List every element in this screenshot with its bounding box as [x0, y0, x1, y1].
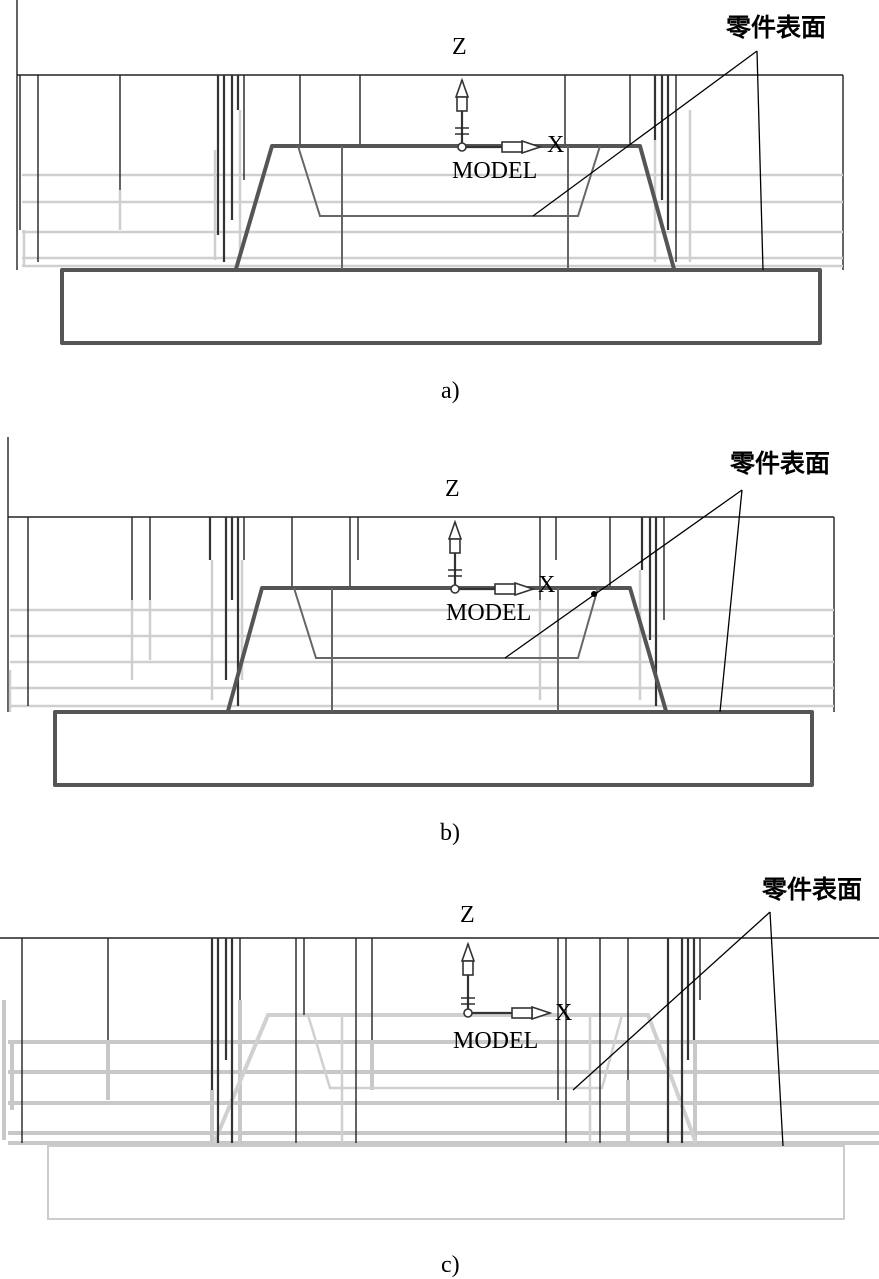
- dark-toolpath-passes: [19, 75, 677, 262]
- model-label: MODEL: [452, 158, 537, 184]
- inner-pocket: [297, 145, 601, 217]
- dark-toolpath-passes: [27, 517, 665, 706]
- part-surface-callout: 零件表面: [532, 13, 826, 271]
- base-block: [53, 710, 814, 787]
- coordinate-triad: Z X MODEL: [452, 34, 564, 184]
- dark-toolpath-passes: [21, 938, 701, 1143]
- base-block: [47, 1145, 845, 1220]
- light-toolpath-passes: [8, 560, 834, 712]
- light-toolpath-passes: [22, 110, 843, 268]
- panel-caption: c): [441, 1252, 460, 1278]
- axis-z-label: Z: [460, 902, 475, 928]
- model-label: MODEL: [453, 1028, 538, 1054]
- panel-caption: a): [441, 378, 460, 404]
- panel-c: Z X MODEL 零件表面 c): [0, 875, 879, 1278]
- axis-x-label: X: [555, 1000, 572, 1026]
- panel-b: Z X MODEL 零件表面 b): [7, 437, 835, 846]
- base-block: [60, 268, 822, 345]
- outer-frustum: [226, 586, 668, 712]
- part-geometry: [53, 586, 814, 787]
- axis-x-label: X: [547, 132, 564, 158]
- axis-z-label: Z: [452, 34, 467, 60]
- callout-label: 零件表面: [725, 13, 826, 42]
- inner-pocket: [293, 587, 599, 659]
- outer-frustum: [212, 1013, 698, 1144]
- part-geometry: [60, 144, 822, 345]
- model-label: MODEL: [446, 600, 531, 626]
- light-toolpath-passes: [2, 1000, 879, 1220]
- inner-pocket: [306, 1014, 624, 1090]
- part-surface-callout: 零件表面: [572, 875, 862, 1147]
- part-surface-callout: 零件表面: [504, 449, 830, 713]
- panel-caption: b): [440, 820, 460, 846]
- coordinate-triad: Z X MODEL: [445, 476, 555, 626]
- axis-z-label: Z: [445, 476, 460, 502]
- panel-a: Z X MODEL 零件表面 a): [16, 0, 844, 404]
- stock-boundary: [7, 437, 835, 712]
- callout-label: 零件表面: [729, 449, 830, 478]
- axis-x-label: X: [538, 572, 555, 598]
- callout-label: 零件表面: [761, 875, 862, 904]
- coordinate-triad: Z X MODEL: [453, 902, 572, 1054]
- stock-boundary: [16, 0, 844, 270]
- outer-frustum: [234, 144, 676, 270]
